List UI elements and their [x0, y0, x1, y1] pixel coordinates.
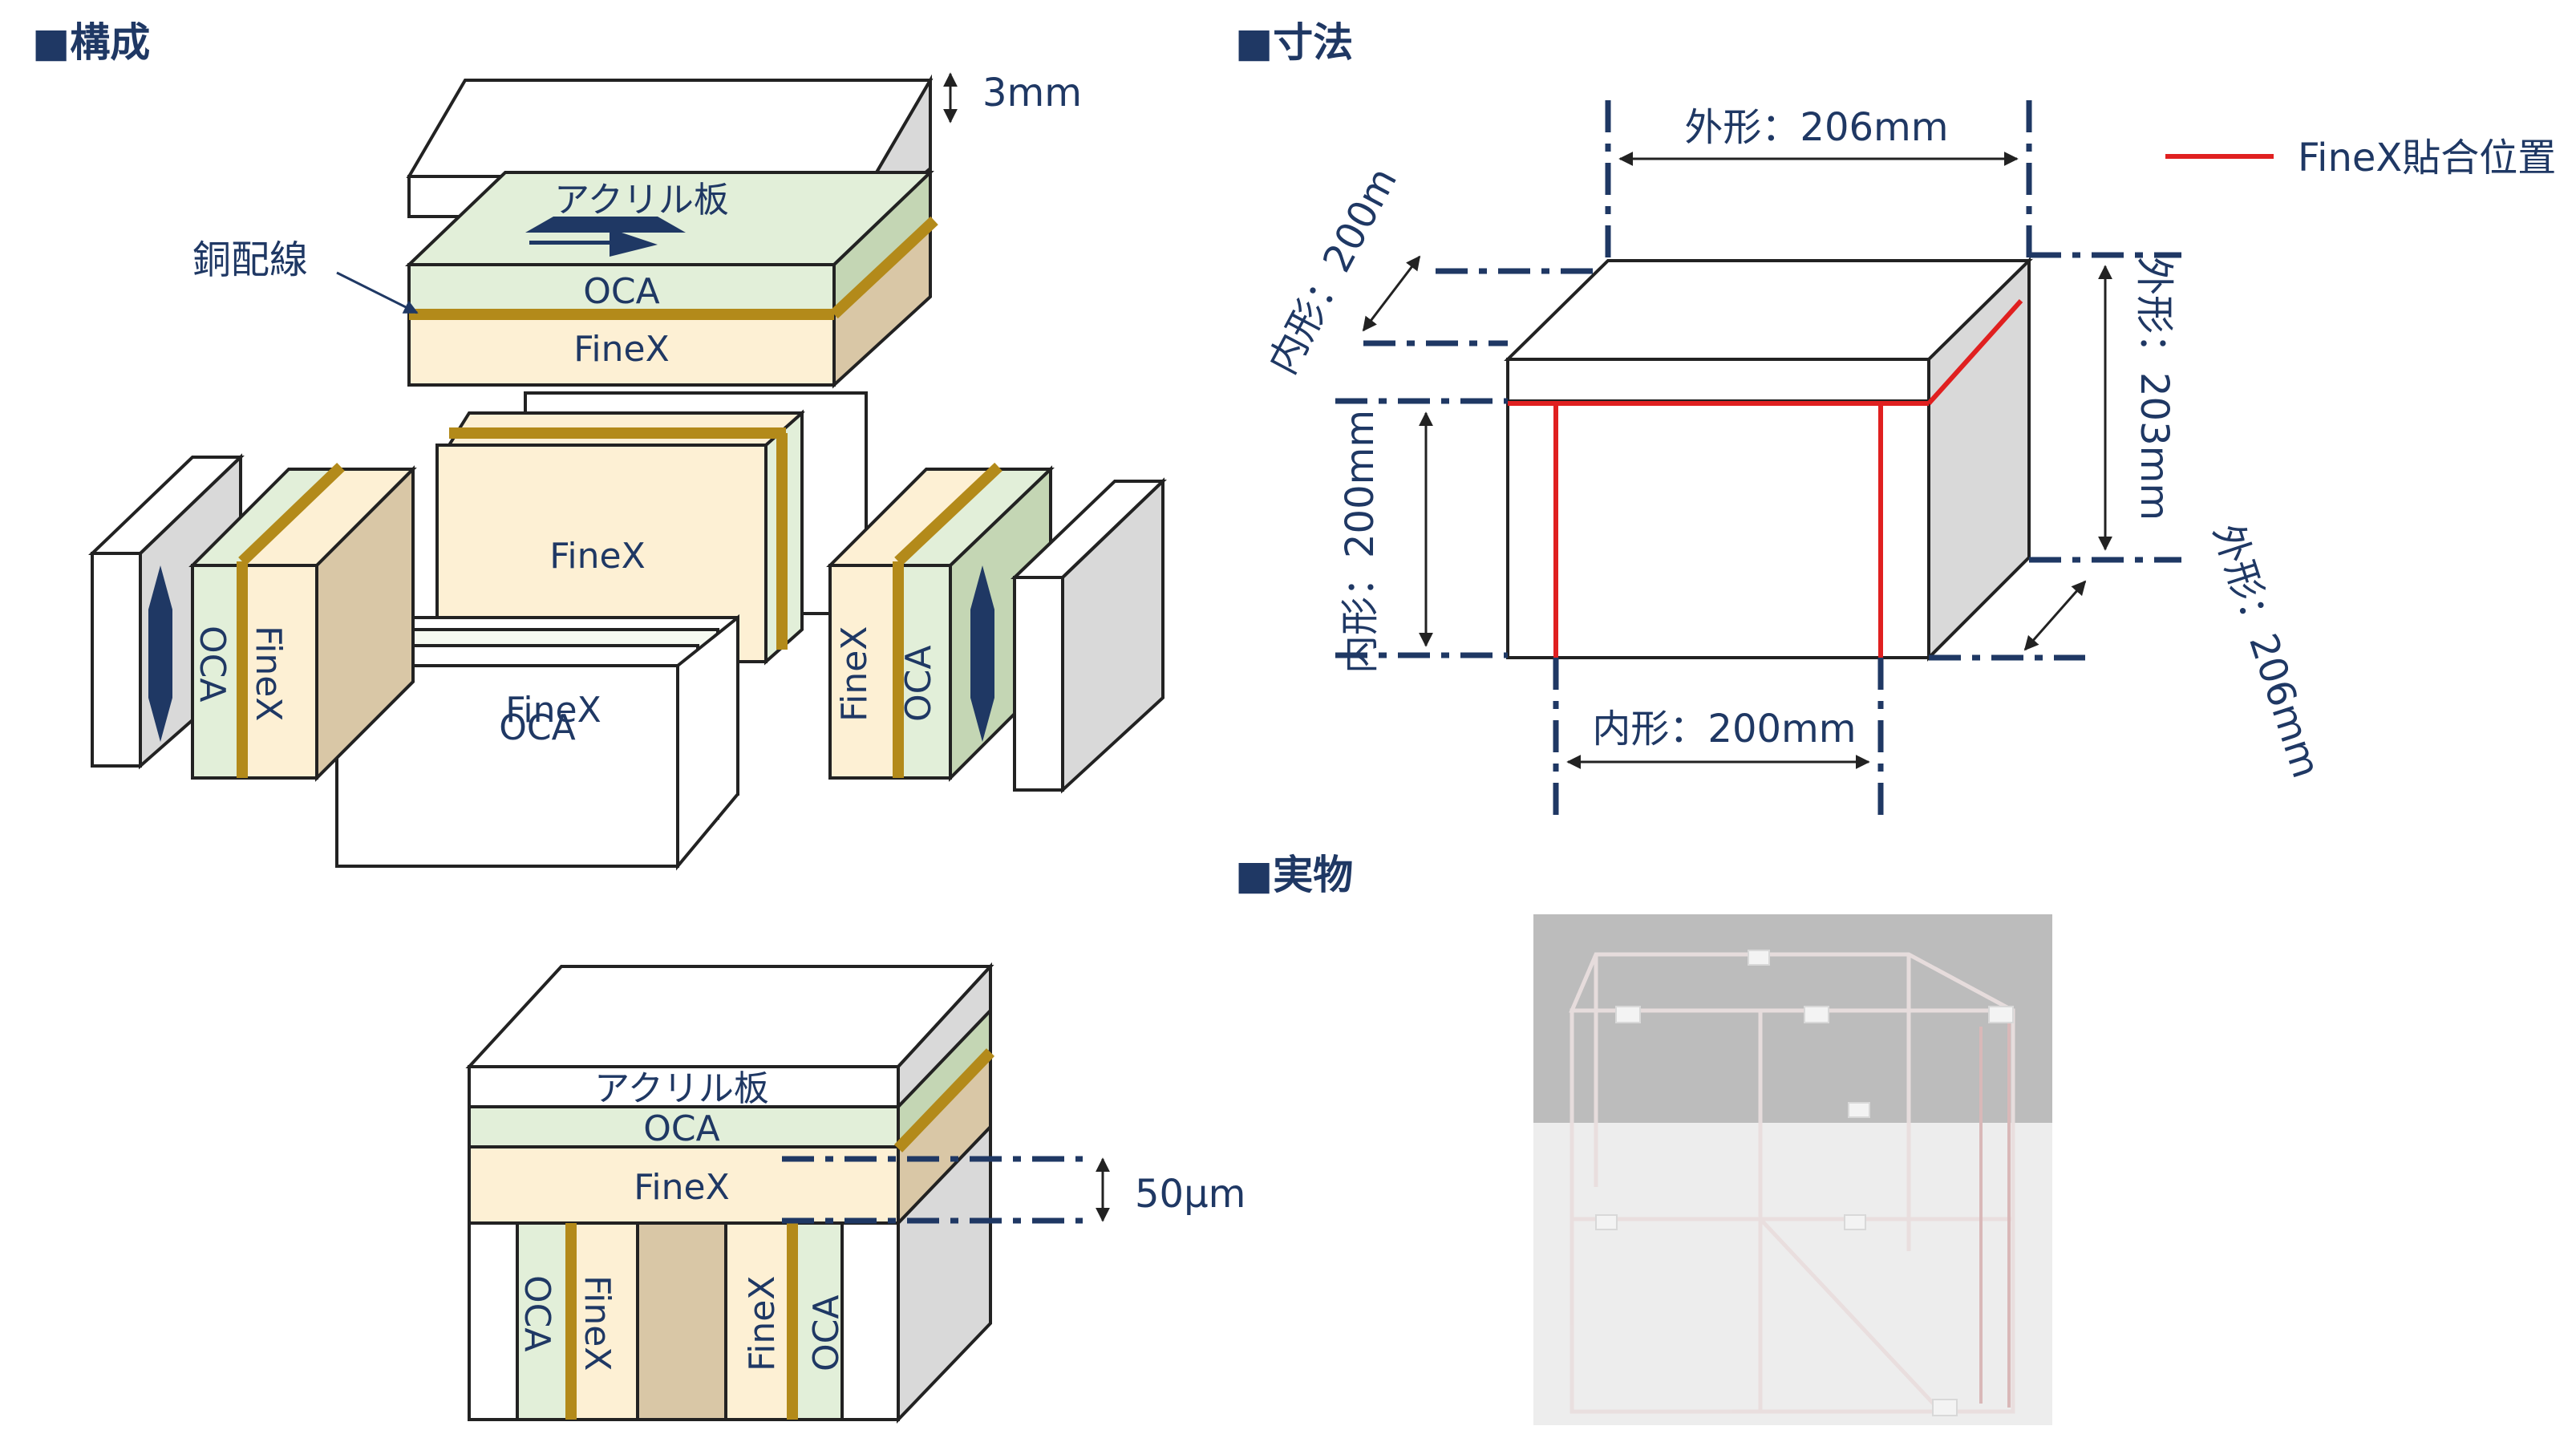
actual-photo [1533, 914, 2052, 1425]
label-oca-front-stack: OCA [499, 707, 575, 748]
left-side-stack [88, 453, 417, 782]
exploded-assembly [405, 74, 938, 389]
label-acrylic-top: アクリル板 [554, 180, 729, 221]
label-finex-bottom-left: FineX [577, 1275, 618, 1371]
arrow-up-head-icon [525, 217, 686, 233]
copper-callout-arrow [336, 271, 419, 314]
acrylic-plate-top-face [406, 79, 934, 178]
label-finex-bottom: FineX [634, 1167, 729, 1208]
dim-inner-200-vert: 内形：200mm [1338, 410, 1383, 674]
label-oca-right: OCA [898, 646, 939, 722]
label-finex-center: FineX [549, 536, 645, 577]
label-finex-bottom-right: FineX [742, 1276, 783, 1371]
label-finex-right: FineX [834, 626, 875, 722]
label-oca-bottom-right: OCA [806, 1295, 847, 1371]
dim-inner-200-bottom: 内形：200mm [1592, 707, 1856, 751]
front-transparent-stack [335, 614, 739, 871]
arrow-right-icon [970, 565, 994, 742]
label-finex-front-stack: FineX [505, 690, 601, 731]
dim-outer-206-top: 外形：206mm [1684, 105, 1948, 150]
label-finex-top: FineX [573, 329, 669, 370]
label-3mm: 3mm [982, 71, 1082, 115]
label-oca-left: OCA [192, 626, 233, 702]
dim-outer-203-vert: 外形：203mm [2132, 257, 2177, 521]
finex-position-lines [1508, 298, 2023, 658]
label-50um: 50μm [1135, 1172, 1245, 1217]
label-acrylic-bottom: アクリル板 [594, 1068, 769, 1109]
dimension-extension-lines [1335, 100, 2181, 818]
dimension-box [1504, 257, 2033, 662]
label-oca-bottom: OCA [643, 1108, 719, 1149]
dimension-arrows [1362, 152, 2112, 769]
arrow-up-icon [529, 229, 658, 257]
assembled-section [465, 962, 995, 1424]
label-oca-bottom-left: OCA [516, 1275, 557, 1351]
dim-outer-206-diag: 外形：206mm [2205, 518, 2329, 783]
heading-composition: ■構成 [32, 19, 150, 66]
label-oca-top: OCA [583, 271, 659, 312]
dim-inner-200-diag: 内形：200m [1260, 160, 1406, 382]
finex-layer-front [407, 311, 836, 387]
label-copper-wiring: 銅配線 [192, 237, 308, 282]
heading-dimensions: ■寸法 [1235, 19, 1353, 66]
right-side-stack [826, 462, 1167, 794]
heading-actual: ■実物 [1235, 852, 1353, 898]
dim-50um-lines [782, 1156, 1083, 1224]
legend-finex-position: FineX貼合位置 [2298, 136, 2556, 180]
copper-wiring-top-side [830, 216, 938, 319]
label-finex-left: FineX [248, 626, 289, 721]
arrow-left-icon [148, 565, 172, 742]
